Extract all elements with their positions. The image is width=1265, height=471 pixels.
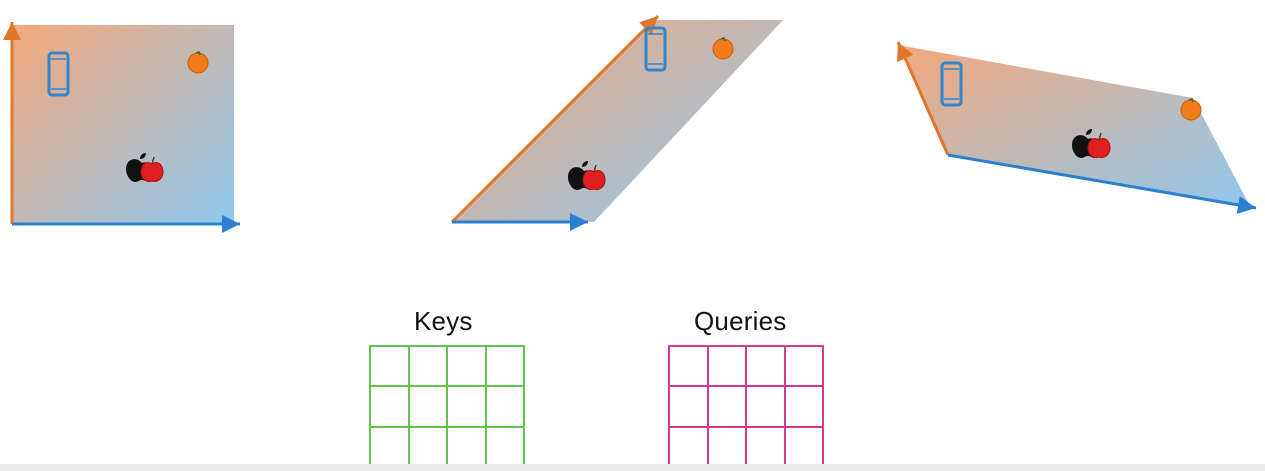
matrix-cell [747,387,786,428]
matrix-cell [409,427,448,468]
orange-icon [712,37,734,60]
orange-icon [187,51,209,74]
matrix-cell [486,387,525,428]
queries-label: Queries [694,306,787,336]
panel-2-y-axis [450,14,660,224]
matrix-cell [371,347,410,388]
apple-fruit-icon [582,164,606,190]
orange-icon [1180,98,1202,121]
queries-matrix [668,345,824,468]
panel-3-y-axis [896,41,950,156]
matrix-cell [747,427,786,468]
bottom-bar [0,464,1265,471]
matrix-cell [708,347,747,388]
phone-icon [940,61,963,107]
apple-fruit-icon [140,156,164,182]
keys-label: Keys [414,306,473,336]
matrix-cell [371,427,410,468]
matrix-cell [785,387,824,428]
panel-rotated [896,41,1257,214]
panel-3-region [898,45,1251,208]
matrix-cell [409,347,448,388]
apple-fruit-icon [1087,132,1111,158]
matrix-cell [486,347,525,388]
panel-original [2,22,240,233]
matrix-cell [371,387,410,428]
phone-icon [644,26,667,72]
panel-2-region [452,20,783,222]
matrix-cell [409,387,448,428]
phone-icon [47,51,70,97]
matrix-cell [708,427,747,468]
matrix-cell [448,347,487,388]
keys-matrix [369,345,525,468]
matrix-cell [708,387,747,428]
panel-sheared [450,14,783,231]
matrix-cell [486,427,525,468]
matrix-cell [670,427,709,468]
matrix-cell [785,347,824,388]
matrix-cell [747,347,786,388]
matrix-cell [670,387,709,428]
matrix-cell [448,427,487,468]
matrix-cell [785,427,824,468]
matrix-cell [670,347,709,388]
panel-3-x-axis [947,153,1257,214]
matrix-cell [448,387,487,428]
